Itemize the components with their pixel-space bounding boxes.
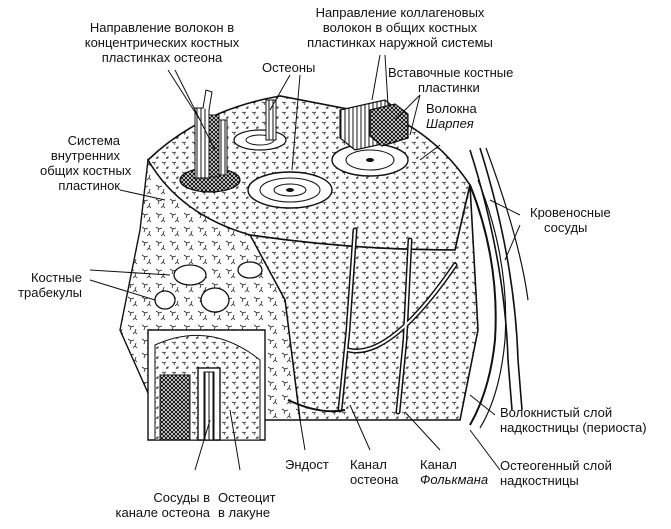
label-blood-vessels: Кровеносные сосуды — [530, 205, 611, 235]
label-line: пластинок — [58, 178, 120, 193]
label-osteogenic: Остеогенный слой надкостницы — [500, 458, 612, 488]
label-line: общих костных — [40, 163, 132, 178]
label-line: Остеоцит — [218, 490, 276, 505]
label-line: пластинках остеона — [101, 50, 223, 65]
label-line: Шарпея — [426, 116, 477, 131]
label-fiber-direction-osteon: Направление волокон в концентрических ко… — [62, 20, 262, 65]
label-italic: Фолькмана — [420, 472, 489, 487]
label-osteocyte: Остеоцит в лакуне — [218, 490, 276, 520]
label-endosteum: Эндост — [285, 457, 329, 472]
label-line: внутренних — [50, 148, 120, 163]
label-osteons: Остеоны — [262, 60, 316, 75]
label-line: Направление коллагеновых — [315, 5, 485, 20]
label-line: Костные — [30, 270, 82, 285]
label-line: Канал — [420, 457, 457, 472]
label-line: надкостницы — [500, 473, 579, 488]
blood-vessel — [469, 149, 513, 411]
label-line: Остеогенный слой — [500, 458, 612, 473]
label-trabeculae: Костные трабекулы — [0, 270, 82, 300]
leader-lines — [89, 54, 521, 471]
label-line: волокон в общих костных — [322, 20, 478, 35]
label-periosteum-fibrous: Волокнистый слой надкостницы (периоста) — [500, 405, 647, 435]
endosteum-line — [287, 399, 346, 413]
label-line: Система — [67, 133, 120, 148]
label-line: трабекулы — [18, 285, 82, 300]
inset-osteon-canal — [147, 329, 266, 441]
interstitial-lamellae — [339, 99, 409, 151]
label-line: Фолькмана — [420, 472, 488, 487]
label-line: Канал — [350, 457, 387, 472]
bone-front-face — [248, 184, 479, 421]
periosteum-fibrous-layer — [469, 184, 497, 426]
label-line: Направление волокон в — [89, 20, 235, 35]
label-line: пластинках наружной системы — [307, 35, 493, 50]
label-sharpey-fibers: Волокна Шарпея — [426, 101, 477, 131]
label-line: Волокна — [426, 101, 477, 116]
label-line: сосуды — [544, 220, 588, 235]
label-line: Сосуды в — [153, 490, 210, 505]
label-line: Волокнистый слой — [500, 405, 613, 420]
label-fiber-direction-outer: Направление коллагеновых волокон в общих… — [280, 5, 520, 50]
label-line: в лакуне — [218, 505, 271, 520]
label-italic: Шарпея — [426, 116, 474, 131]
label-interstitial: Вставочные костные пластинки — [388, 65, 513, 95]
label-vessels-in-canal: Сосуды в канале остеона — [100, 490, 210, 520]
label-volkmann-canal: Канал Фолькмана — [420, 457, 488, 487]
label-line: Кровеносные — [530, 205, 611, 220]
osteon-lamellae — [194, 89, 277, 179]
label-line: канале остеона — [115, 505, 210, 520]
label-inner-system: Система внутренних общих костных пластин… — [40, 133, 132, 193]
label-line: концентрических костных — [84, 35, 240, 50]
label-line: остеона — [350, 472, 399, 487]
label-line: Вставочные костные — [388, 65, 514, 80]
label-osteon-canal: Канал остеона — [350, 457, 398, 487]
trabeculae-holes — [154, 261, 263, 313]
label-line: надкостницы (периоста) — [500, 420, 647, 435]
label-line: пластинки — [418, 80, 480, 95]
